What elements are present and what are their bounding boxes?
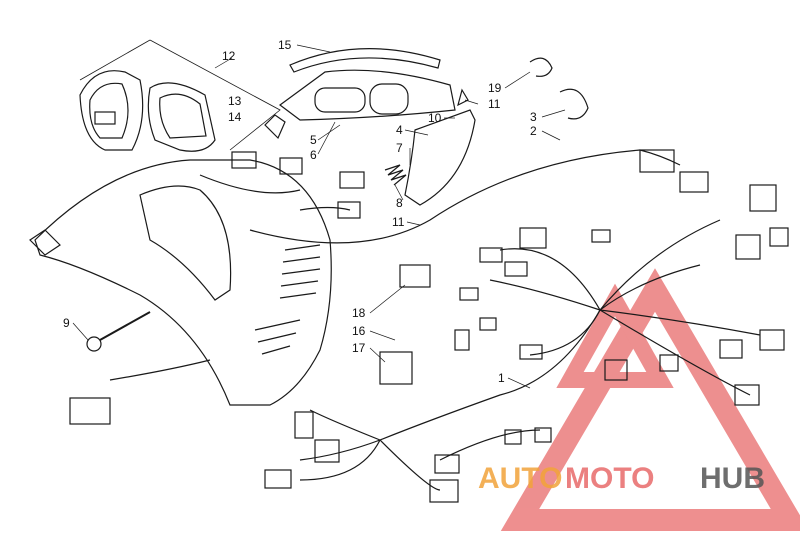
headlight-housing bbox=[404, 88, 476, 206]
watermark-text: AUTO MOTO HUB bbox=[478, 462, 765, 495]
callout-14: 14 bbox=[228, 110, 242, 124]
callout-labels: 12 13 14 15 5 6 4 7 8 11 10 11 19 3 2 9 … bbox=[63, 38, 537, 385]
watermark-moto: MOTO bbox=[565, 462, 654, 495]
spring-8 bbox=[384, 164, 407, 186]
callout-5: 5 bbox=[310, 133, 317, 147]
instrument-cluster bbox=[79, 70, 216, 152]
clips bbox=[529, 57, 589, 120]
callout-19: 19 bbox=[488, 81, 502, 95]
lower-harness bbox=[109, 219, 761, 491]
callout-6: 6 bbox=[310, 148, 317, 162]
callout-12: 12 bbox=[222, 49, 236, 63]
main-harness bbox=[199, 149, 709, 244]
callout-18: 18 bbox=[352, 306, 366, 320]
callout-8: 8 bbox=[396, 196, 403, 210]
watermark-hub: HUB bbox=[700, 462, 765, 495]
callout-10: 10 bbox=[428, 111, 442, 125]
callout-7: 7 bbox=[396, 141, 403, 155]
callout-13: 13 bbox=[228, 94, 242, 108]
callout-15: 15 bbox=[278, 38, 292, 52]
watermark-auto: AUTO bbox=[478, 462, 562, 495]
callout-2: 2 bbox=[530, 124, 537, 138]
callout-1: 1 bbox=[498, 371, 505, 385]
callout-frame-12 bbox=[149, 39, 281, 151]
callout-9: 9 bbox=[63, 316, 70, 330]
hood-panel bbox=[29, 159, 332, 406]
callout-11a: 11 bbox=[488, 97, 501, 111]
callout-11b: 11 bbox=[392, 215, 405, 229]
callout-16: 16 bbox=[352, 324, 366, 338]
callout-3: 3 bbox=[530, 110, 537, 124]
headlight-pod bbox=[264, 48, 456, 140]
callout-4: 4 bbox=[396, 123, 403, 137]
connectors bbox=[69, 151, 789, 503]
bolt-9 bbox=[86, 311, 151, 352]
leader-lines bbox=[72, 44, 566, 389]
callout-17: 17 bbox=[352, 341, 366, 355]
